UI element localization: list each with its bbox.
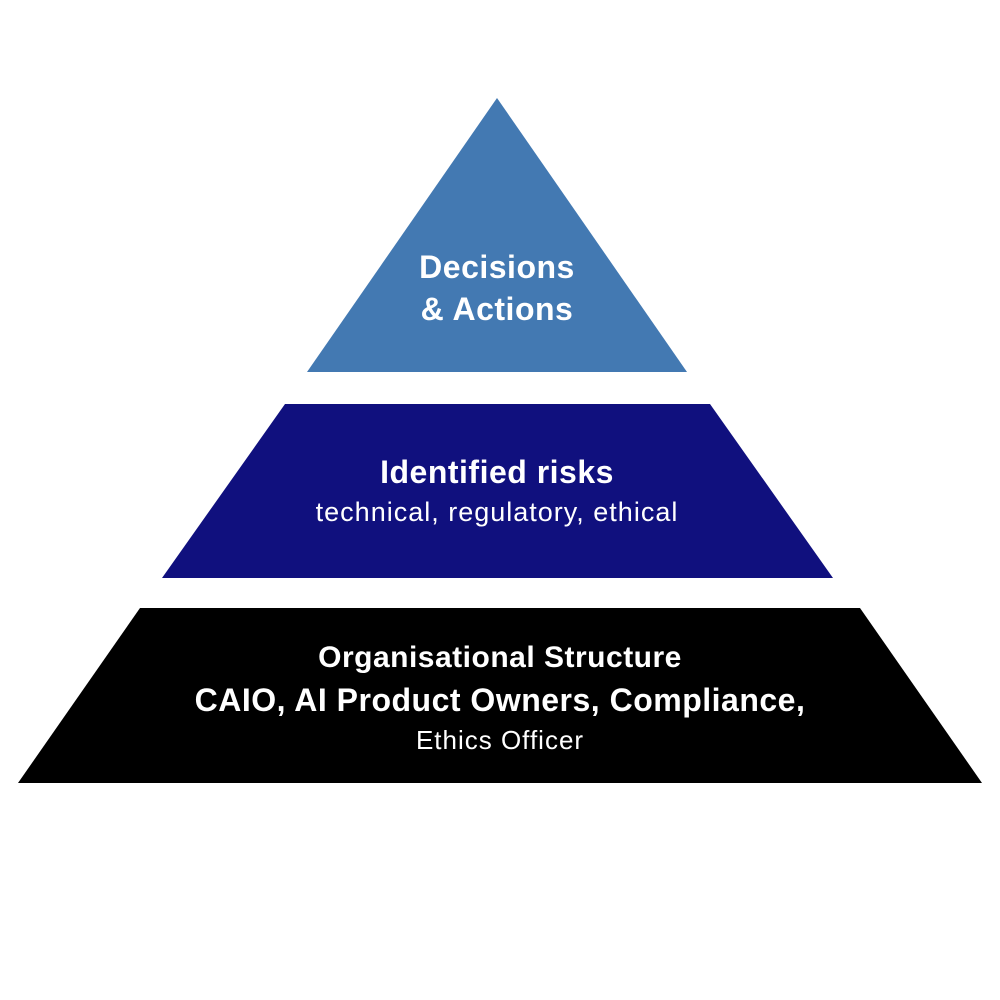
tier-decisions-shape: [307, 98, 687, 372]
tier-structure-line3: Ethics Officer: [416, 725, 584, 755]
tier-risks-subtitle: technical, regulatory, ethical: [316, 497, 679, 527]
tier-decisions-actions: Decisions & Actions: [307, 98, 687, 372]
tier-decisions-line1: Decisions: [419, 249, 575, 285]
tier-structure-title: Organisational Structure: [318, 641, 682, 674]
tier-decisions-line2: & Actions: [421, 291, 574, 327]
tier-risks-shape: [162, 404, 833, 578]
tier-structure-line2: CAIO, AI Product Owners, Compliance,: [195, 682, 806, 718]
tier-identified-risks: Identified risks technical, regulatory, …: [162, 404, 833, 578]
tier-risks-title: Identified risks: [380, 454, 614, 490]
tier-organisational-structure: Organisational Structure CAIO, AI Produc…: [18, 608, 982, 783]
tier-structure-shape: [18, 608, 982, 783]
